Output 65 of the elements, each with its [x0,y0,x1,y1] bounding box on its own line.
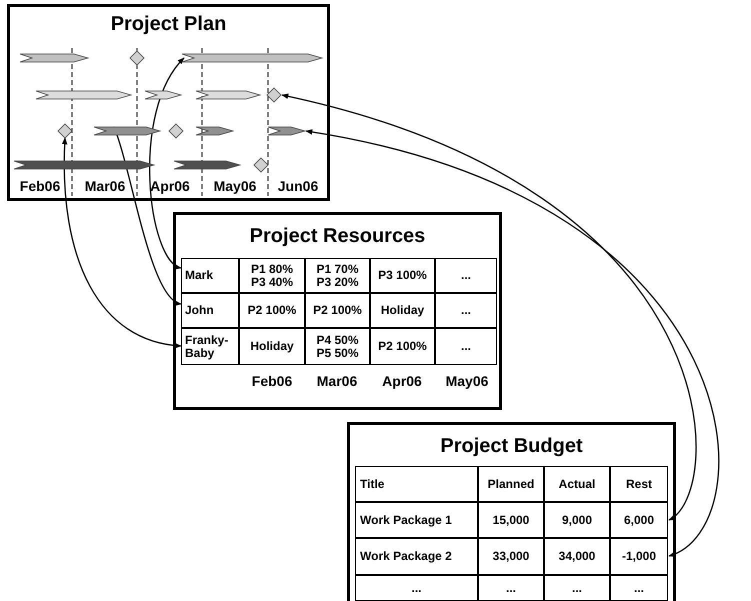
month-label: Mar06 [316,373,358,389]
allocation-text: P1 70% P3 20% [315,262,360,288]
ellipsis-text: ... [411,582,422,594]
gantt-bar [196,126,234,136]
person-name: Franky-Baby [181,328,239,365]
ellipsis-text: ... [460,340,471,353]
allocation-text: P1 80% P3 40% [250,262,294,288]
month-label: Jun06 [278,178,318,194]
month-label: Mar06 [84,178,126,194]
milestone-diamond [129,50,145,66]
gantt-bar [36,90,132,100]
panel-frame [173,212,502,410]
column-header: Planned [488,478,534,490]
gantt-bar [196,90,262,100]
double-arrow [281,94,696,520]
row-title: Work Package 2 [360,550,452,563]
ellipsis-text: ... [460,304,471,317]
amount-value: -1,000 [610,538,668,575]
allocation-text: P2 100% [378,340,427,353]
allocation-text: Holiday [250,340,294,353]
gantt-bar [144,90,182,100]
allocation-text: P3 100% [378,269,427,282]
person-name: Mark [181,258,239,293]
milestone-diamond [253,157,269,173]
gantt-bar [174,160,242,170]
panel-frame [347,422,676,601]
gantt-bar [14,160,156,170]
amount-value: 34,000 [558,550,596,563]
column-header: Actual [558,478,596,490]
month-label: May06 [446,373,488,389]
amount-value: 33,000 [492,550,530,563]
row-title: Work Package 1 [360,514,452,526]
allocation-text: P4 50% P5 50% [315,334,360,360]
allocation-text: Holiday [380,304,424,317]
gantt-bar [94,126,162,136]
panel-title: Project Plan [110,13,226,35]
amount-value: 6,000 [610,502,668,538]
ellipsis-text: ... [506,582,516,594]
double-arrow [305,130,719,557]
ellipsis-text: ... [572,582,582,594]
allocation-text: P2 100% [313,304,362,317]
ellipsis-text: ... [634,582,644,594]
double-arrow [62,137,182,348]
gantt-bar [182,54,324,62]
month-label: Feb06 [20,178,60,194]
gantt-bar [20,54,90,62]
amount-value: 15,000 [492,514,530,526]
panel-title: Project Budget [440,435,583,457]
amount-value: 9,000 [562,514,592,526]
panel-frame [7,4,330,201]
milestone-diamond [57,123,73,139]
milestone-diamond [266,87,282,103]
month-label: Apr06 [150,178,190,194]
month-label: Apr06 [382,373,422,389]
panel-title: Project Resources [250,225,426,247]
column-header: Rest [626,478,652,490]
person-name: John [181,293,239,328]
milestone-diamond [168,123,184,139]
gantt-bar [268,126,306,136]
month-label: May06 [214,178,256,194]
double-arrow [149,57,184,269]
allocation-text: P2 100% [248,304,296,317]
column-header: Title [360,478,384,490]
month-label: Feb06 [252,373,292,389]
ellipsis-text: ... [460,269,471,282]
